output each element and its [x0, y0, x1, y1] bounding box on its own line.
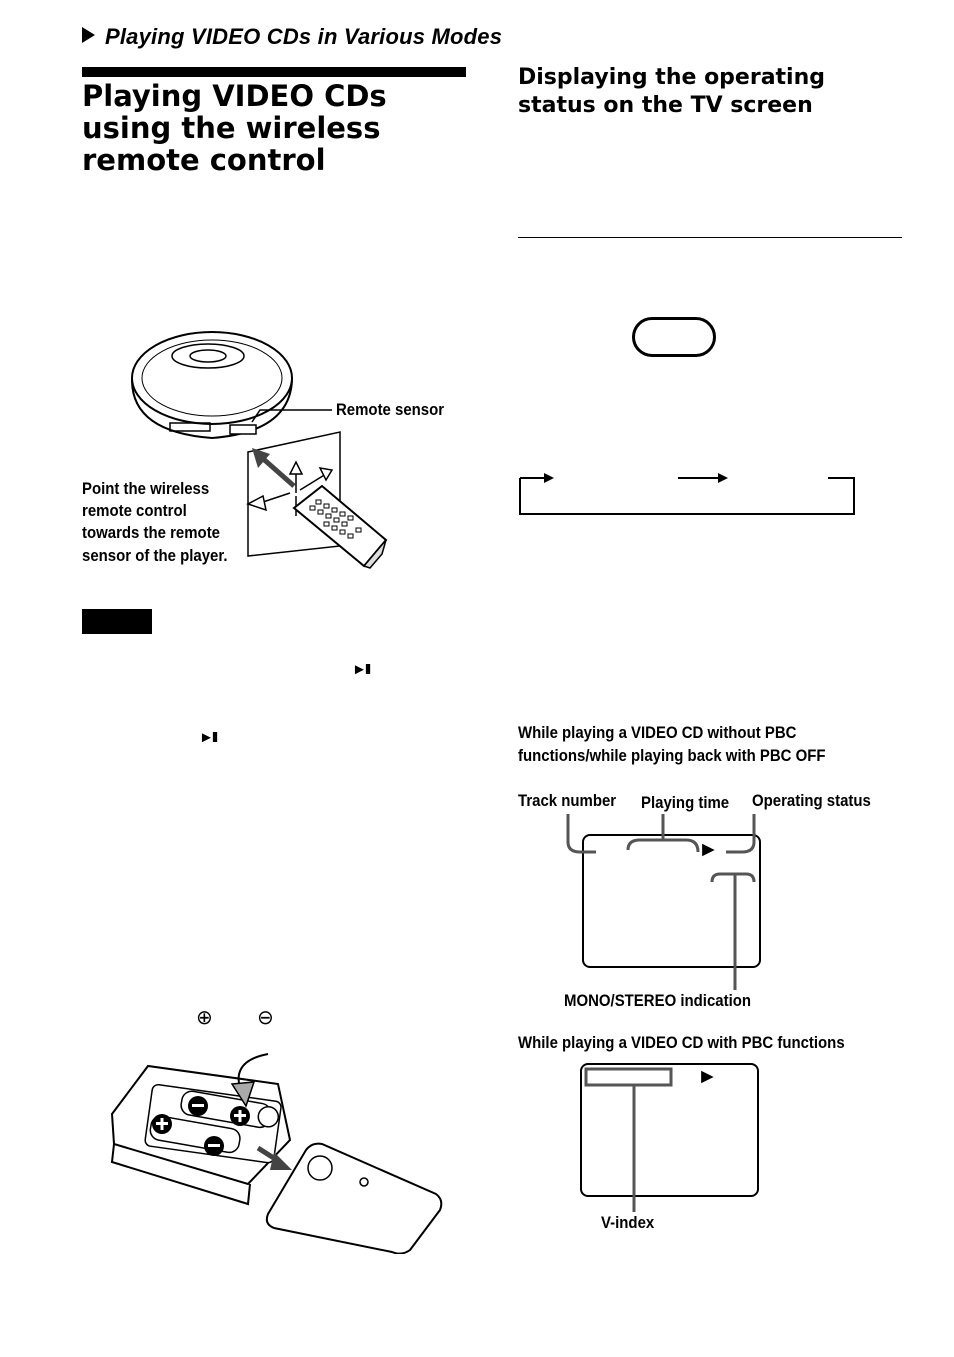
heading-rule	[82, 67, 466, 77]
main-heading: Playing VIDEO CDs using the wireless rem…	[82, 79, 387, 177]
play-indicator-icon: ►	[698, 838, 719, 861]
triangle-bullet-icon	[82, 27, 95, 43]
v-index-bracket	[584, 1067, 673, 1212]
tv-screen-with-pbc	[580, 1063, 759, 1197]
section-divider	[518, 237, 902, 238]
sub-heading: Displaying the operating status on the T…	[518, 65, 826, 118]
track-number-label: Track number	[518, 791, 617, 810]
operating-status-label: Operating status	[752, 791, 871, 810]
remote-sensor-label: Remote sensor	[336, 400, 445, 419]
with-pbc-caption: While playing a VIDEO CD with PBC functi…	[518, 1033, 845, 1052]
point-instruction-line-4: sensor of the player.	[82, 546, 228, 565]
section-title: Playing VIDEO CDs in Various Modes	[82, 24, 502, 50]
without-pbc-caption-line-1: While playing a VIDEO CD without PBC	[518, 723, 797, 742]
tv-screen-without-pbc	[582, 834, 761, 968]
point-instruction-line-1: Point the wireless	[82, 479, 210, 498]
display-cycle-diagram	[519, 473, 855, 515]
play-pause-icon: ►II	[199, 729, 218, 746]
point-instruction-line-3: towards the remote	[82, 523, 220, 542]
v-index-label: V-index	[601, 1213, 655, 1232]
notes-label-box	[82, 609, 152, 634]
point-instruction-line-2: remote control	[82, 501, 187, 520]
playing-time-label: Playing time	[641, 793, 730, 812]
plus-polarity-icon: ⊕	[196, 1007, 213, 1029]
without-pbc-caption-line-2: functions/while playing back with PBC OF…	[518, 746, 826, 765]
minus-polarity-icon: ⊖	[257, 1007, 274, 1029]
player-remote-illustration	[131, 331, 388, 569]
display-button	[632, 317, 716, 357]
play-pause-icon: ►II	[352, 661, 371, 678]
play-indicator-icon: ►	[697, 1065, 718, 1088]
label-leader-lines-without-pbc	[566, 814, 756, 990]
battery-installation-illustration	[110, 1053, 443, 1254]
mono-stereo-label: MONO/STEREO indication	[564, 991, 752, 1010]
